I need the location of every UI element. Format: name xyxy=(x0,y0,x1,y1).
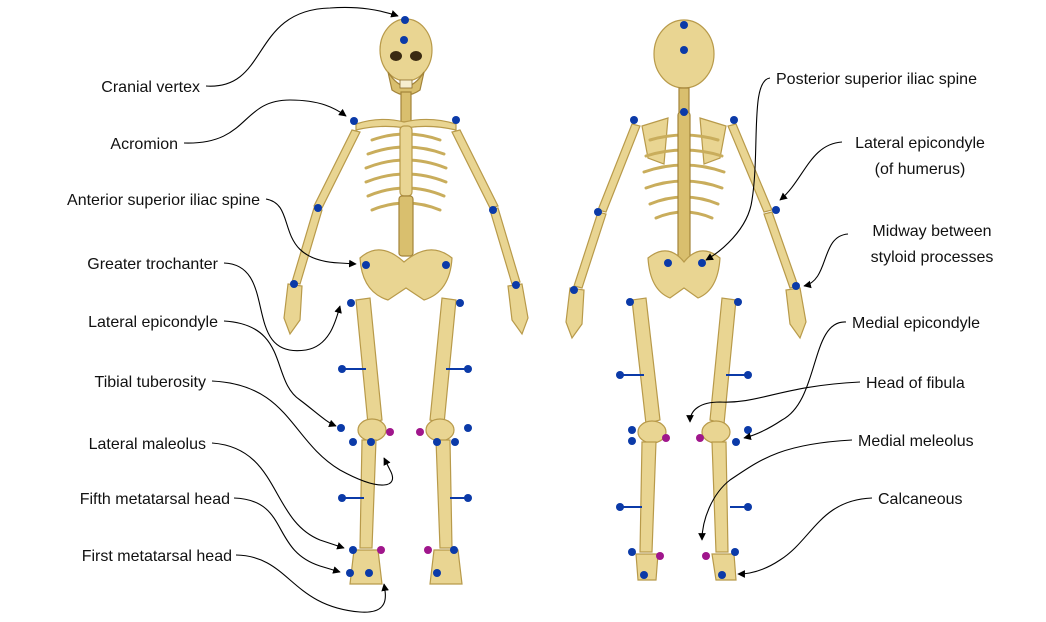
marker-blue xyxy=(698,259,706,267)
marker-blue xyxy=(628,548,636,556)
marker-blue xyxy=(314,204,322,212)
marker-blue xyxy=(680,46,688,54)
marker-blue xyxy=(349,546,357,554)
marker-blue xyxy=(718,571,726,579)
marker-blue xyxy=(792,282,800,290)
marker-blue xyxy=(442,261,450,269)
posterior-skeleton xyxy=(566,20,806,580)
label-lateral-maleolus: Lateral maleolus xyxy=(89,436,206,453)
label-medial-epicondyle: Medial epicondyle xyxy=(852,315,980,332)
marker-blue xyxy=(365,569,373,577)
marker-blue xyxy=(338,365,346,373)
marker-magenta xyxy=(702,552,710,560)
marker-blue xyxy=(401,16,409,24)
marker-blue xyxy=(464,494,472,502)
leader-medial-epicondyle xyxy=(744,322,846,438)
label-psis: Posterior superior iliac spine xyxy=(776,71,977,88)
marker-blue xyxy=(744,426,752,434)
marker-blue xyxy=(347,299,355,307)
leader-fifth-metatarsal xyxy=(234,498,340,572)
marker-blue xyxy=(680,21,688,29)
marker-blue xyxy=(628,426,636,434)
marker-magenta xyxy=(416,428,424,436)
label-midway-styloid-1: Midway between xyxy=(872,223,991,240)
marker-blue xyxy=(626,298,634,306)
leader-lat-epi-humerus xyxy=(780,142,842,200)
marker-blue xyxy=(450,546,458,554)
marker-blue xyxy=(732,438,740,446)
marker-blue xyxy=(489,206,497,214)
marker-blue xyxy=(456,299,464,307)
label-first-metatarsal-head: First metatarsal head xyxy=(82,548,232,565)
marker-blue xyxy=(362,261,370,269)
marker-blue xyxy=(731,548,739,556)
marker-blue xyxy=(744,371,752,379)
label-greater-trochanter: Greater trochanter xyxy=(87,256,218,273)
marker-blue xyxy=(346,569,354,577)
marker-blue xyxy=(630,116,638,124)
marker-blue xyxy=(616,503,624,511)
marker-magenta xyxy=(656,552,664,560)
leader-acromion xyxy=(184,100,346,143)
marker-blue xyxy=(730,116,738,124)
marker-blue xyxy=(290,280,298,288)
marker-magenta xyxy=(386,428,394,436)
label-fifth-metatarsal-head: Fifth metatarsal head xyxy=(80,491,230,508)
label-head-of-fibula: Head of fibula xyxy=(866,375,965,392)
marker-blue xyxy=(664,259,672,267)
label-lateral-epicondyle-humerus-1: Lateral epicondyle xyxy=(855,135,985,152)
marker-magenta xyxy=(696,434,704,442)
marker-blue xyxy=(640,571,648,579)
label-lateral-epicondyle-humerus-2: (of humerus) xyxy=(875,161,966,178)
marker-blue xyxy=(680,108,688,116)
marker-blue xyxy=(744,503,752,511)
marker-magenta xyxy=(377,546,385,554)
posterior-magenta-markers xyxy=(656,434,710,560)
label-lateral-epicondyle: Lateral epicondyle xyxy=(88,314,218,331)
marker-blue xyxy=(464,424,472,432)
marker-blue xyxy=(451,438,459,446)
marker-blue xyxy=(349,438,357,446)
anterior-magenta-markers xyxy=(377,428,432,554)
marker-magenta xyxy=(424,546,432,554)
marker-blue xyxy=(512,281,520,289)
marker-blue xyxy=(433,569,441,577)
marker-blue xyxy=(400,36,408,44)
leader-midway-styloid xyxy=(804,234,848,286)
marker-blue xyxy=(337,424,345,432)
leader-cranial-vertex xyxy=(206,7,398,86)
label-midway-styloid-2: styloid processes xyxy=(871,249,994,266)
marker-blue xyxy=(594,208,602,216)
marker-blue xyxy=(464,365,472,373)
marker-blue xyxy=(350,117,358,125)
marker-blue xyxy=(628,437,636,445)
leader-lateral-epicondyle xyxy=(224,321,336,426)
marker-magenta xyxy=(662,434,670,442)
leader-calcaneous xyxy=(738,498,872,574)
marker-blue xyxy=(616,371,624,379)
labels-right: Posterior superior iliac spine Lateral e… xyxy=(776,71,993,508)
marker-blue xyxy=(367,438,375,446)
label-calcaneous: Calcaneous xyxy=(878,491,963,508)
label-medial-meleolus: Medial meleolus xyxy=(858,433,974,450)
marker-blue xyxy=(452,116,460,124)
label-tibial-tuberosity: Tibial tuberosity xyxy=(95,374,206,391)
label-asis: Anterior superior iliac spine xyxy=(67,192,260,209)
marker-blue xyxy=(433,438,441,446)
marker-blue xyxy=(734,298,742,306)
marker-blue xyxy=(772,206,780,214)
leader-greater-trochanter xyxy=(224,263,340,351)
marker-blue xyxy=(338,494,346,502)
label-acromion: Acromion xyxy=(110,136,178,153)
posterior-markers xyxy=(620,375,748,507)
marker-blue xyxy=(570,286,578,294)
label-cranial-vertex: Cranial vertex xyxy=(101,79,200,96)
